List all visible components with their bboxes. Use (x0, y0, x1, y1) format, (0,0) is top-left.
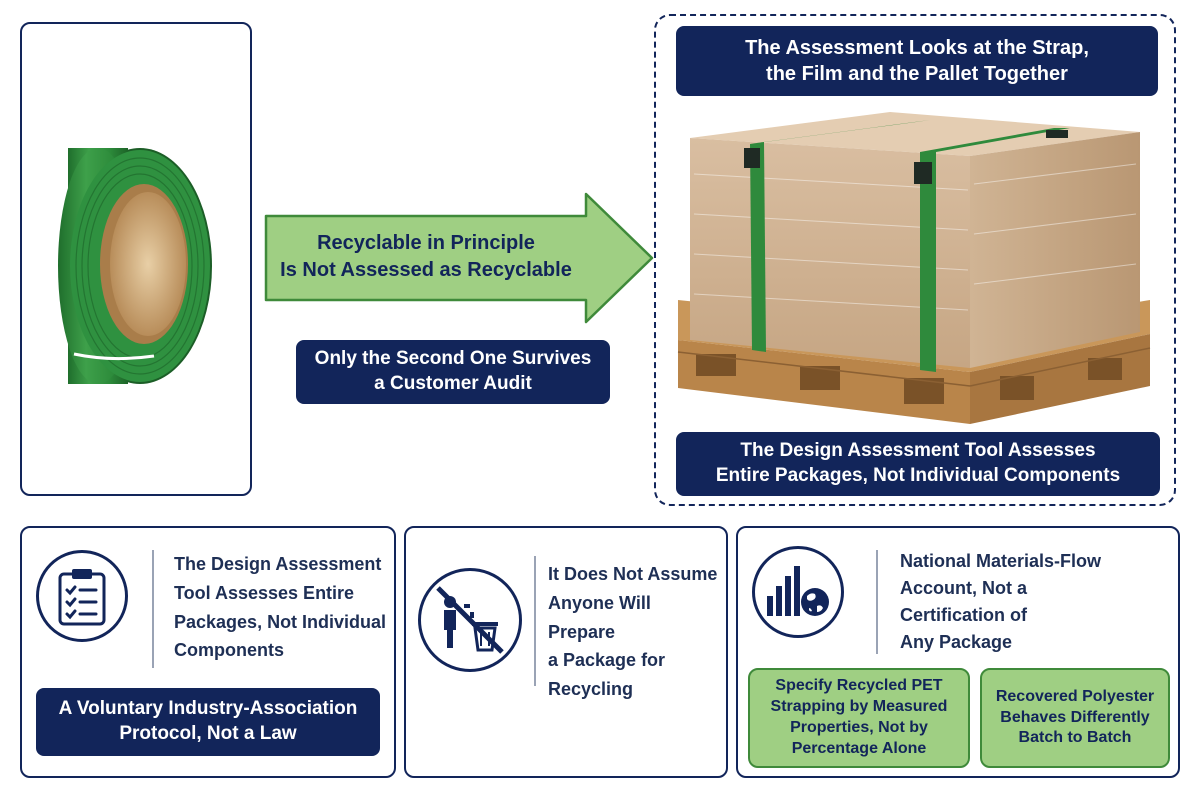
audit-note: Only the Second One Survives a Customer … (296, 340, 610, 404)
clipboard-checklist-icon (36, 550, 128, 642)
wrapped-pallet-image (677, 112, 1151, 424)
recycled-pet-spec-tag: Specify Recycled PET Strapping by Measur… (748, 668, 970, 768)
assessment-footer: The Design Assessment Tool Assesses Enti… (676, 432, 1160, 496)
strap-coil-image (58, 148, 212, 384)
strap-coil-panel (20, 22, 252, 496)
card-no-preparation: It Does Not Assume Anyone Will Prepare a… (404, 526, 728, 778)
card-design-tool: The Design Assessment Tool Assesses Enti… (20, 526, 396, 778)
card-divider (152, 550, 154, 668)
assessment-header: The Assessment Looks at the Strap, the F… (676, 26, 1158, 96)
bar-chart-globe-icon (752, 546, 844, 638)
card-materials-flow: National Materials-Flow Account, Not a C… (736, 526, 1180, 778)
voluntary-protocol-note: A Voluntary Industry-Association Protoco… (36, 688, 380, 756)
card-divider (876, 550, 878, 654)
card-no-preparation-text: It Does Not Assume Anyone Will Prepare a… (548, 564, 718, 700)
arrow-label: Recyclable in Principle Is Not Assessed … (280, 232, 572, 281)
recovered-polyester-tag: Recovered Polyester Behaves Differently … (980, 668, 1170, 768)
assessment-panel (654, 14, 1176, 506)
flow-arrow (264, 192, 654, 324)
card-divider (534, 556, 536, 686)
card-design-tool-text: The Design Assessment Tool Assesses Enti… (174, 554, 387, 661)
no-recycling-bin-icon (418, 568, 522, 672)
card-materials-flow-text: National Materials-Flow Account, Not a C… (900, 551, 1102, 652)
